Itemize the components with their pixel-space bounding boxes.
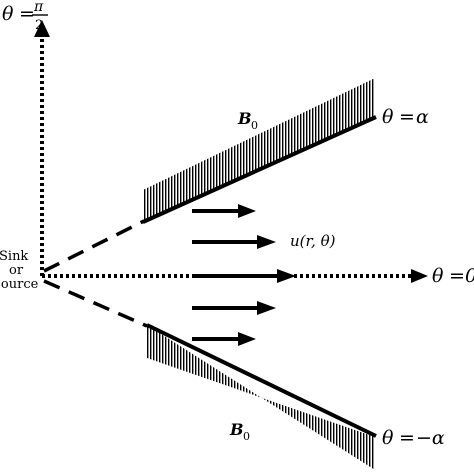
label-theta-minus-alpha: θ = −α — [382, 427, 445, 449]
svg-text:=: = — [399, 427, 415, 449]
label-sink-or-source: Sink or Source — [0, 249, 39, 292]
label-theta-pi-over-2: θ = π 2 — [2, 0, 48, 33]
svg-text:α: α — [416, 106, 429, 128]
horizontal-axis-arrowhead — [411, 269, 428, 283]
flow-arrow — [192, 301, 276, 315]
label-b0-lower: B 0 — [229, 420, 250, 443]
svg-text:0: 0 — [465, 265, 474, 287]
svg-text:Sink: Sink — [0, 249, 28, 264]
svg-text:0: 0 — [251, 119, 258, 132]
svg-text:=: = — [399, 106, 415, 128]
upper-dashed-edge — [43, 219, 145, 273]
svg-text:θ: θ — [432, 265, 444, 287]
label-theta-alpha: θ = α — [382, 106, 429, 128]
svg-text:0: 0 — [243, 430, 250, 443]
lower-dashed-edge — [43, 279, 148, 328]
label-b0-upper: B 0 — [237, 109, 258, 132]
upper-wall — [142, 78, 377, 224]
flow-arrow — [192, 332, 256, 346]
flow-arrow — [192, 235, 276, 249]
svg-text:Source: Source — [0, 277, 39, 292]
label-theta-zero: θ = 0 — [432, 265, 474, 287]
label-velocity: u(r, θ) — [290, 232, 336, 250]
svg-text:=: = — [19, 3, 35, 25]
flow-arrow — [192, 204, 256, 218]
svg-text:θ: θ — [2, 3, 14, 25]
flow-arrow — [192, 269, 296, 283]
svg-text:=: = — [449, 265, 465, 287]
svg-text:2: 2 — [35, 18, 43, 33]
svg-text:π: π — [33, 0, 44, 15]
lower-wall — [146, 323, 377, 470]
svg-text:or: or — [9, 263, 24, 278]
svg-text:B: B — [237, 109, 252, 128]
svg-text:θ: θ — [382, 427, 394, 449]
svg-text:θ: θ — [382, 106, 394, 128]
svg-text:−α: −α — [416, 427, 445, 449]
vertical-axis-arrowhead — [34, 20, 50, 37]
svg-text:B: B — [229, 420, 244, 439]
